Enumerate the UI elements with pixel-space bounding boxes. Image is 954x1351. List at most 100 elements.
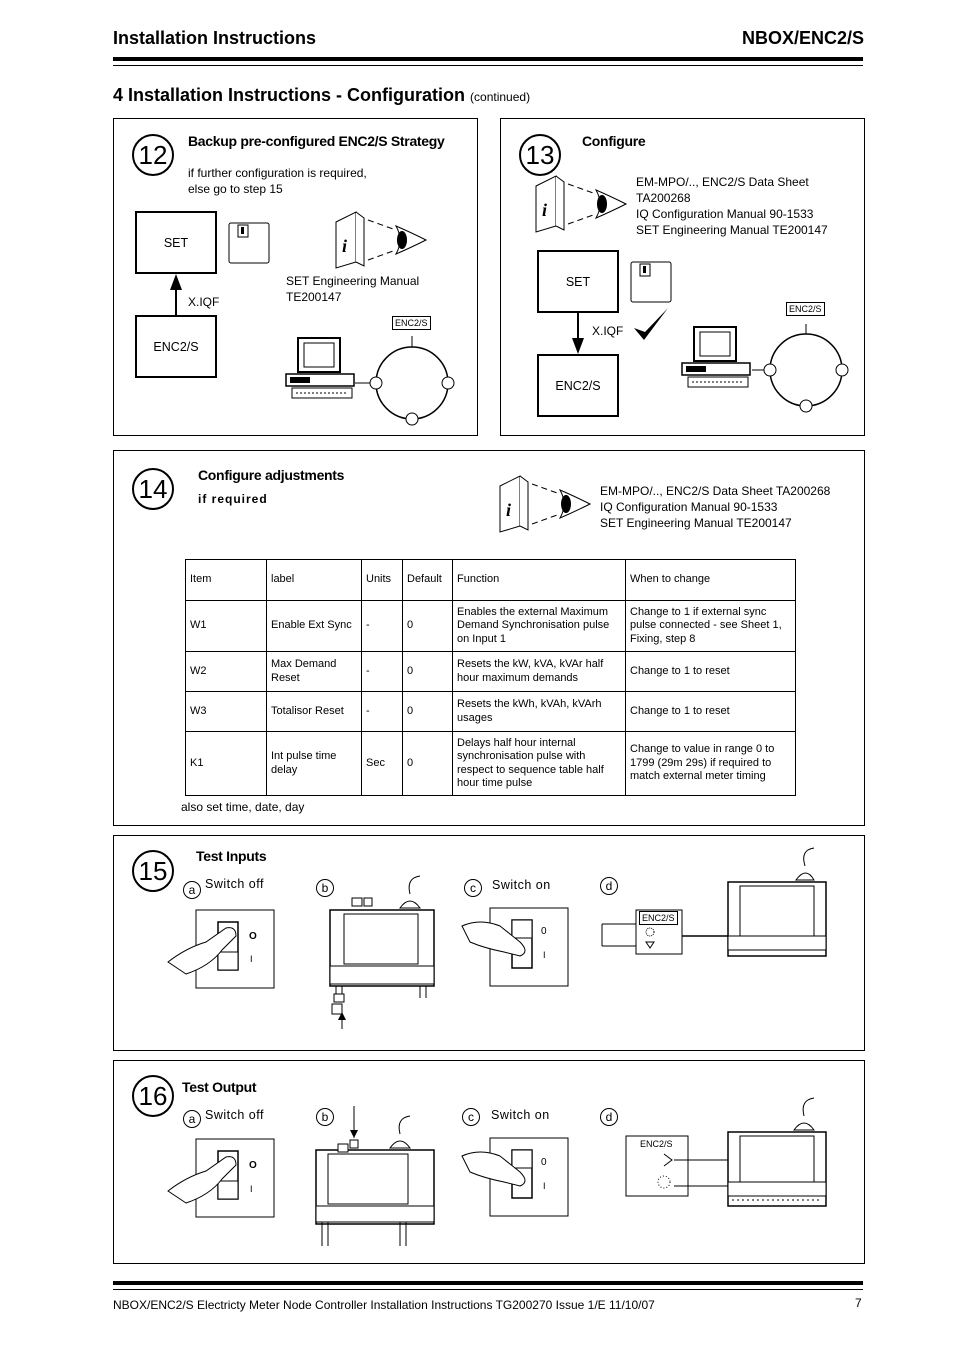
- step-16-letter-b: b: [316, 1108, 334, 1126]
- continued-label: (continued): [470, 90, 531, 104]
- table-row: W2 Max Demand Reset - 0 Resets the kW, k…: [185, 651, 796, 692]
- manual-eye-icon: i: [535, 175, 628, 233]
- table-cell: -: [361, 691, 403, 732]
- step-14-ref-1: EM-MPO/.., ENC2/S Data Sheet TA200268: [600, 484, 831, 498]
- header-rule-thin: [113, 65, 863, 66]
- step-16-panel: [113, 1060, 865, 1264]
- computer-icon: [681, 326, 751, 388]
- step-16-letter-c: c: [462, 1108, 480, 1126]
- step-14-panel: [113, 450, 865, 826]
- svg-text:i: i: [542, 200, 547, 220]
- controller-device-icon: [329, 875, 435, 1029]
- table-cell: Max Demand Reset: [266, 651, 362, 692]
- header-title: Installation Instructions: [113, 28, 317, 48]
- table-cell: -: [361, 651, 403, 692]
- step-13-ref-2: TA200268: [636, 191, 691, 205]
- manual-eye-icon: i: [499, 475, 592, 533]
- step-16-switch-off-label: Switch off: [205, 1108, 264, 1122]
- step-16-switch-on-label: Switch on: [491, 1108, 550, 1122]
- svg-text:i: i: [506, 500, 511, 520]
- table-header-cell: Units: [361, 559, 403, 601]
- table-cell: Change to 1 to reset: [625, 691, 796, 732]
- table-header-cell: label: [266, 559, 362, 601]
- table-cell: Change to value in range 0 to 1799 (29m …: [625, 731, 796, 796]
- table-cell: Change to 1 to reset: [625, 651, 796, 692]
- step-15-letter-d: d: [600, 877, 618, 895]
- table-header-cell: Default: [402, 559, 453, 601]
- step-12-panel: [113, 118, 478, 436]
- table-cell: Totalisor Reset: [266, 691, 362, 732]
- table-cell: 0: [402, 651, 453, 692]
- switch-off-icon: [167, 1138, 275, 1218]
- table-cell: Resets the kWh, kVAh, kVArh usages: [452, 691, 626, 732]
- step-15-device-tag: ENC2/S: [639, 911, 678, 925]
- step-15-title: Test Inputs: [196, 848, 267, 864]
- step-14-number: 14: [132, 468, 174, 510]
- table-cell: W2: [185, 651, 267, 692]
- step-15-number: 15: [132, 850, 174, 892]
- table-cell: Int pulse time delay: [266, 731, 362, 796]
- step-13-ref-4: SET Engineering Manual TE200147: [636, 223, 828, 237]
- step-12-text-2: else go to step 15: [188, 182, 283, 196]
- enc-box: ENC2/S: [135, 315, 217, 378]
- step-15-letter-a: a: [183, 881, 201, 899]
- manual-eye-icon: i: [335, 211, 428, 269]
- step-13-number: 13: [519, 134, 561, 176]
- step-12-device-tag: ENC2/S: [392, 316, 431, 330]
- table-header-row: Item label Units Default Function When t…: [185, 559, 796, 601]
- floppy-disk-icon: [228, 222, 270, 264]
- step-13-arrow-label: X.IQF: [592, 324, 624, 338]
- table-cell: W1: [185, 600, 267, 652]
- input-test-diagram: [601, 847, 827, 957]
- table-row: W3 Totalisor Reset - 0 Resets the kWh, k…: [185, 691, 796, 732]
- table-cell: 0: [402, 731, 453, 796]
- set-box: SET: [537, 250, 619, 313]
- switch-zero-mark: 0: [541, 926, 547, 937]
- step-13-device-tag: ENC2/S: [786, 302, 825, 316]
- table-cell: Delays half hour internal synchronisatio…: [452, 731, 626, 796]
- footer-rule-thin: [113, 1289, 863, 1290]
- switch-i-mark: I: [543, 1181, 546, 1191]
- switch-o-mark: O: [249, 931, 257, 942]
- table-cell: 0: [402, 691, 453, 732]
- step-12-arrow-label: X.IQF: [188, 295, 220, 309]
- switch-i-mark: I: [543, 950, 546, 960]
- product-code: NBOX/ENC2/S: [741, 28, 864, 48]
- table-cell: Sec: [361, 731, 403, 796]
- switch-zero-mark: 0: [541, 1157, 547, 1168]
- switch-i-mark: I: [250, 954, 253, 964]
- step-12-manual-2: TE200147: [286, 290, 342, 304]
- step-15-letter-c: c: [464, 879, 482, 897]
- step-16-number: 16: [132, 1075, 174, 1117]
- step-14-title: Configure adjustments: [198, 467, 345, 483]
- table-cell: K1: [185, 731, 267, 796]
- step-14-note: also set time, date, day: [181, 800, 305, 814]
- switch-on-icon: [461, 1137, 569, 1217]
- controller-device-icon: [315, 1106, 435, 1246]
- switch-on-icon: [461, 907, 569, 987]
- floppy-disk-icon: [630, 261, 672, 303]
- enc-box: ENC2/S: [537, 354, 619, 417]
- table-cell: W3: [185, 691, 267, 732]
- section-title: 4 Installation Instructions - Configurat…: [113, 85, 531, 105]
- computer-icon: [285, 337, 355, 399]
- step-16-letter-a: a: [183, 1110, 201, 1128]
- table-row: K1 Int pulse time delay Sec 0 Delays hal…: [185, 731, 796, 796]
- step-15-switch-on-label: Switch on: [492, 878, 551, 892]
- switch-o-mark: O: [249, 1160, 257, 1171]
- step-12-title: Backup pre-configured ENC2/S Strategy: [188, 133, 445, 149]
- step-12-manual-1: SET Engineering Manual: [286, 274, 420, 288]
- checkmark-icon: [634, 308, 668, 340]
- table-header-cell: Function: [452, 559, 626, 601]
- table-cell: Enable Ext Sync: [266, 600, 362, 652]
- step-15-switch-off-label: Switch off: [205, 877, 264, 891]
- header-rule: [113, 57, 863, 61]
- step-12-text-1: if further configuration is required,: [188, 166, 367, 180]
- step-14-subtitle: if required: [198, 492, 268, 506]
- step-13-ref-3: IQ Configuration Manual 90-1533: [636, 207, 814, 221]
- table-cell: Change to 1 if external sync pulse conne…: [625, 600, 796, 652]
